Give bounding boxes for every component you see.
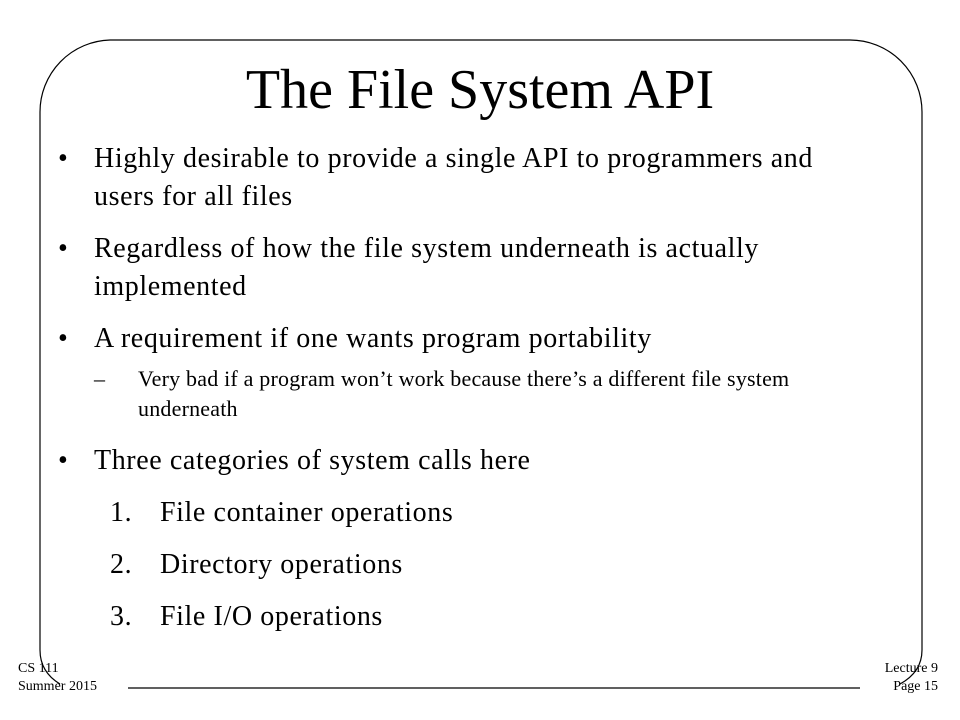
bullet-marker: •	[58, 445, 69, 476]
numbered-text: File I/O operations	[160, 601, 383, 632]
dash-marker: –	[94, 366, 106, 391]
bullet-item: • Regardless of how the file system unde…	[58, 230, 838, 306]
numbered-item: 2. Directory operations	[58, 546, 838, 584]
bullet-item: • Three categories of system calls here	[58, 442, 838, 480]
footer-course: CS 111 Summer 2015	[18, 660, 97, 696]
item-number: 3.	[110, 601, 133, 632]
footer-lecture-number: Lecture 9	[884, 661, 938, 676]
bullet-marker: •	[58, 143, 69, 174]
item-number: 1.	[110, 497, 133, 528]
footer-term: Summer 2015	[18, 679, 97, 694]
bullet-marker: •	[58, 233, 69, 264]
numbered-text: File container operations	[160, 497, 454, 528]
bullet-marker: •	[58, 323, 69, 354]
bullet-item: • A requirement if one wants program por…	[58, 320, 838, 358]
slide-content: • Highly desirable to provide a single A…	[58, 140, 838, 650]
slide-title: The File System API	[245, 59, 715, 121]
numbered-item: 3. File I/O operations	[58, 598, 838, 636]
sub-bullet-text: Very bad if a program won’t work because…	[138, 366, 790, 421]
numbered-item: 1. File container operations	[58, 494, 838, 532]
footer-page-number: Page 15	[893, 679, 938, 694]
footer-lecture: Lecture 9 Page 15	[885, 660, 938, 696]
bullet-text: Three categories of system calls here	[94, 445, 531, 476]
item-number: 2.	[110, 549, 133, 580]
bullet-text: Regardless of how the file system undern…	[94, 233, 759, 302]
sub-bullet-item: – Very bad if a program won’t work becau…	[58, 364, 838, 424]
bullet-item: • Highly desirable to provide a single A…	[58, 140, 838, 216]
bullet-text: A requirement if one wants program porta…	[94, 323, 652, 354]
bullet-text: Highly desirable to provide a single API…	[94, 143, 813, 212]
numbered-text: Directory operations	[160, 549, 403, 580]
footer-course-name: CS 111	[18, 661, 59, 676]
